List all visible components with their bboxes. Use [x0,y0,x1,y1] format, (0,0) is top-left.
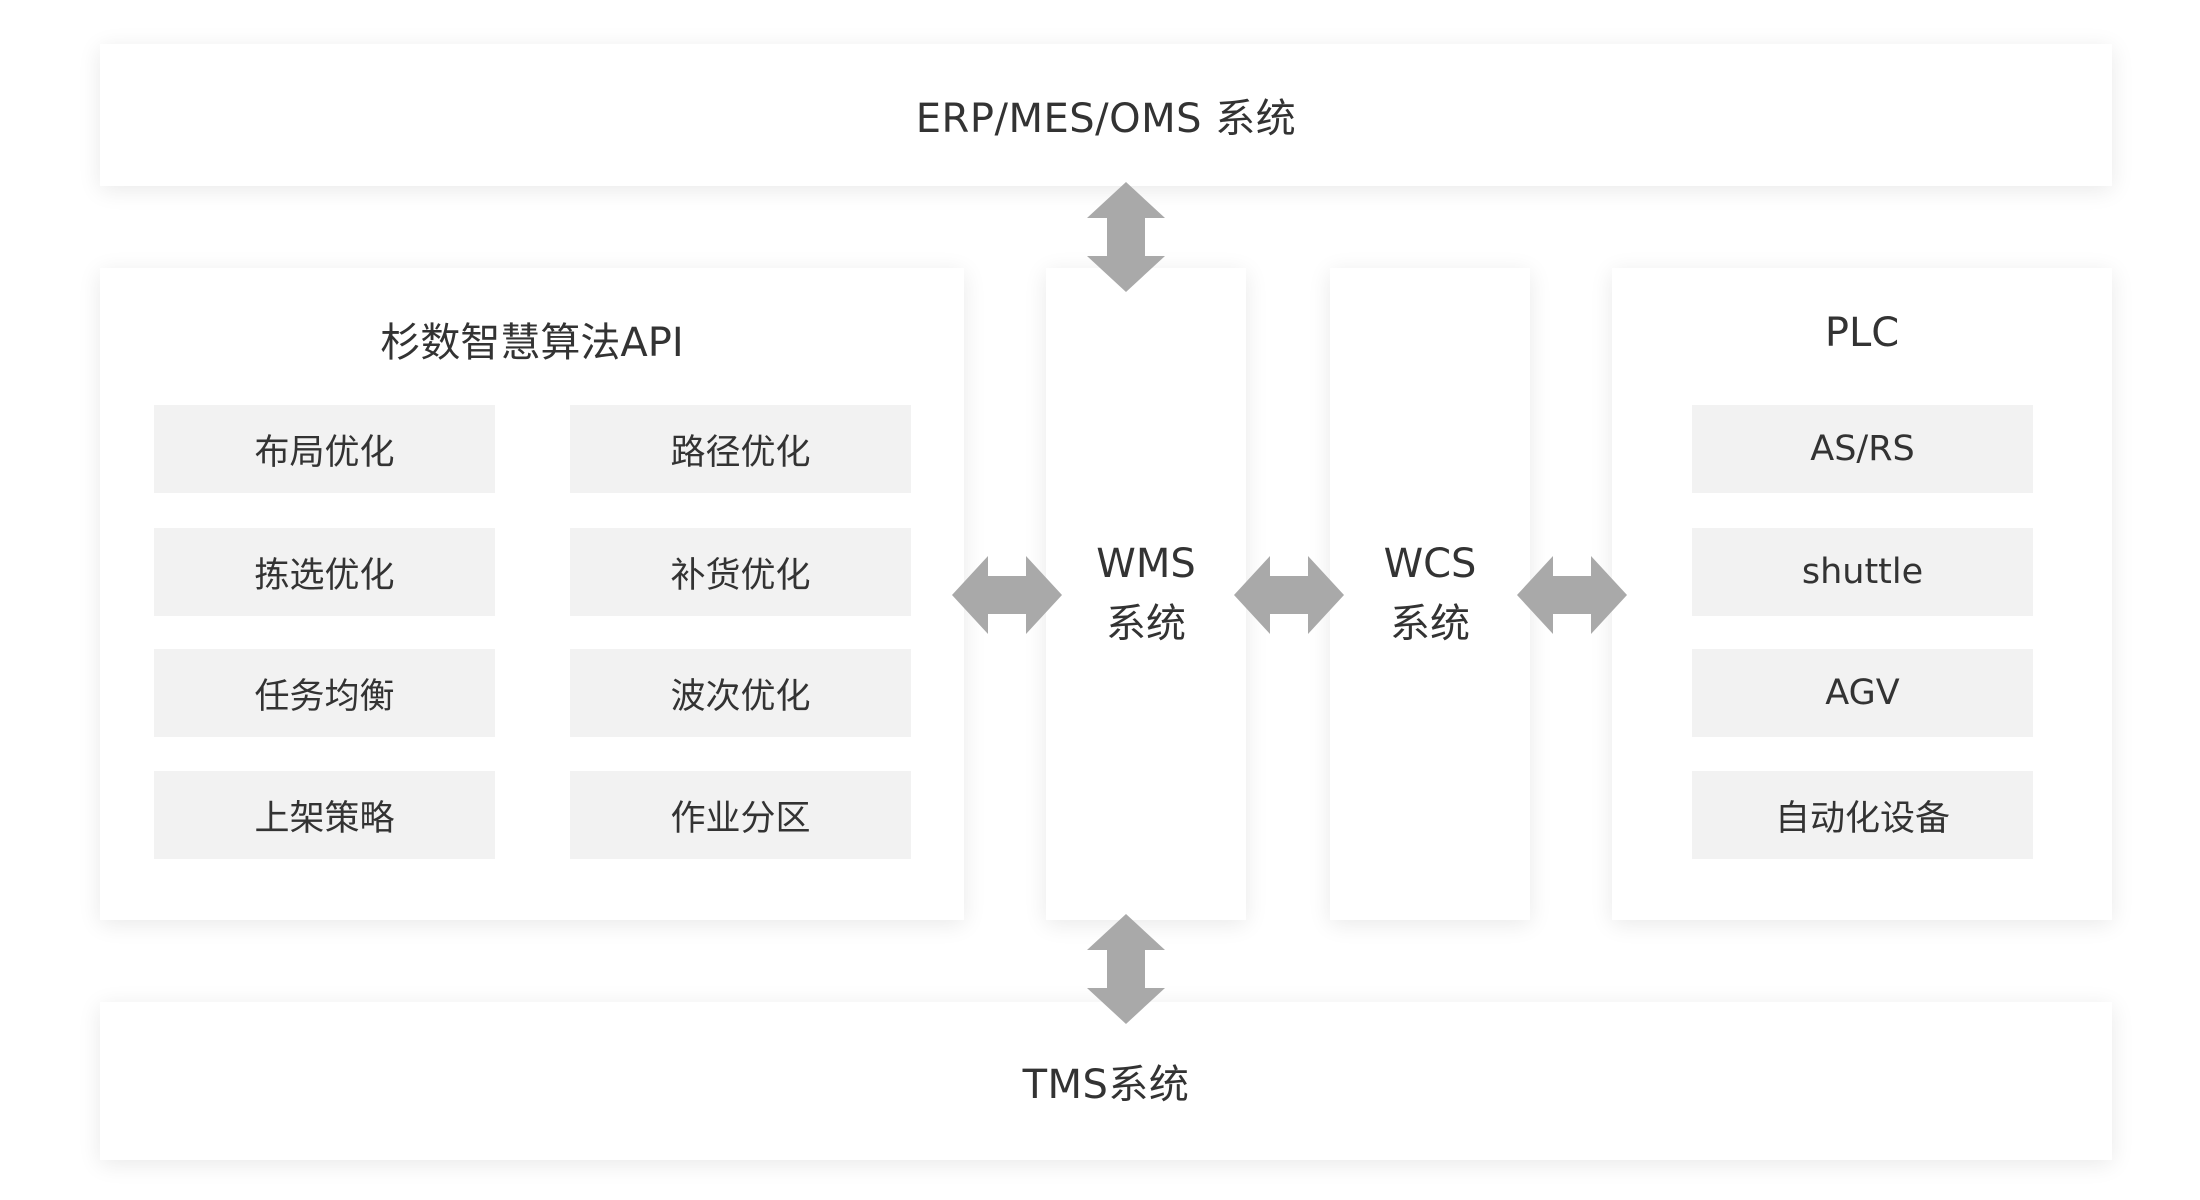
arrow-wms-tms [1087,914,1165,1024]
plc-item-agv: AGV [1692,649,2033,737]
algo-item-putaway: 上架策略 [154,771,495,859]
tms-bar: TMS系统 [100,1002,2112,1160]
algo-item-zoning: 作业分区 [570,771,911,859]
wcs-label-line1: WCS [1383,541,1477,587]
algo-item-routing: 路径优化 [570,405,911,493]
plc-item-asrs: AS/RS [1692,405,2033,493]
plc-panel: PLC AS/RS shuttle AGV 自动化设备 [1612,268,2112,920]
erp-mes-oms-bar: ERP/MES/OMS 系统 [100,44,2112,186]
algo-item-task-balance: 任务均衡 [154,649,495,737]
tms-label: TMS系统 [1022,1062,1190,1108]
wcs-column: WCS 系统 [1330,268,1530,920]
wms-column: WMS 系统 [1046,268,1246,920]
plc-item-shuttle: shuttle [1692,528,2033,616]
arrow-wcs-plc [1517,556,1627,634]
algorithm-api-title: 杉数智慧算法API [380,320,684,366]
wcs-label-line2: 系统 [1390,601,1470,647]
wcs-label: WCS 系统 [1330,534,1530,654]
plc-item-automation: 自动化设备 [1692,771,2033,859]
arrow-wms-wcs [1234,556,1344,634]
erp-mes-oms-label: ERP/MES/OMS 系统 [915,96,1297,142]
arrow-algo-wms [952,556,1062,634]
algorithm-api-panel: 杉数智慧算法API 布局优化 路径优化 拣选优化 补货优化 任务均衡 波次优化 … [100,268,964,920]
algo-item-layout: 布局优化 [154,405,495,493]
algo-item-wave: 波次优化 [570,649,911,737]
wms-label-line1: WMS [1096,541,1196,587]
wms-label: WMS 系统 [1046,534,1246,654]
algo-item-picking: 拣选优化 [154,528,495,616]
plc-title: PLC [1824,310,1900,356]
arrow-erp-wms [1087,182,1165,292]
algo-item-replenishment: 补货优化 [570,528,911,616]
wms-label-line2: 系统 [1106,601,1186,647]
